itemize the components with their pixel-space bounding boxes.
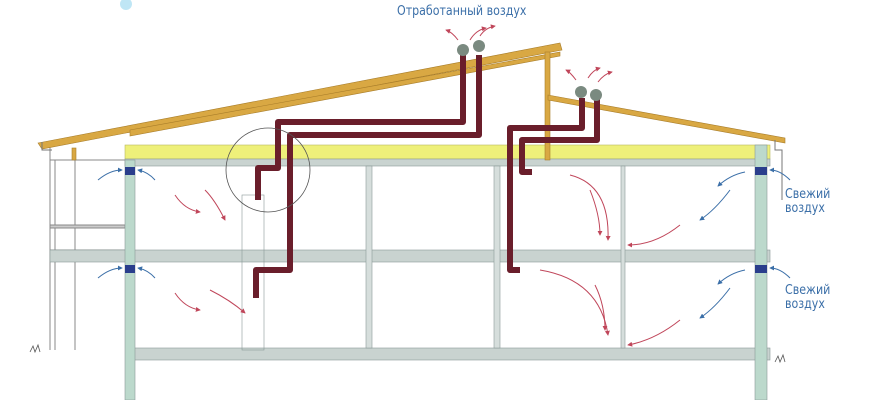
fresh-air-label-lower: Свежий воздух	[785, 284, 830, 312]
exhaust-ducts	[253, 55, 600, 298]
walls	[124, 144, 768, 400]
gutter	[41, 140, 783, 200]
floor-slab	[49, 249, 771, 263]
roof	[37, 42, 786, 161]
ceiling-slab	[124, 158, 771, 167]
grass	[29, 343, 786, 364]
windows	[125, 167, 767, 273]
exhaust-air-label: Отработанный воздух	[397, 4, 527, 19]
fresh-air-arrows	[97, 167, 791, 319]
fresh-air-upper-line2: воздух	[785, 201, 825, 216]
detail-circle	[225, 127, 311, 213]
left-annex	[49, 142, 131, 350]
fresh-air-upper-line1: Свежий	[785, 187, 831, 202]
fresh-air-label-upper: Свежий воздух	[785, 188, 830, 216]
fresh-air-lower-line1: Свежий	[785, 283, 831, 298]
roof-turbines	[457, 40, 602, 101]
dot	[120, 0, 132, 10]
ground-slab	[129, 347, 771, 361]
exhaust-arrows	[174, 24, 681, 347]
fresh-air-lower-line2: воздух	[785, 297, 825, 312]
insulation-layer	[124, 144, 771, 160]
